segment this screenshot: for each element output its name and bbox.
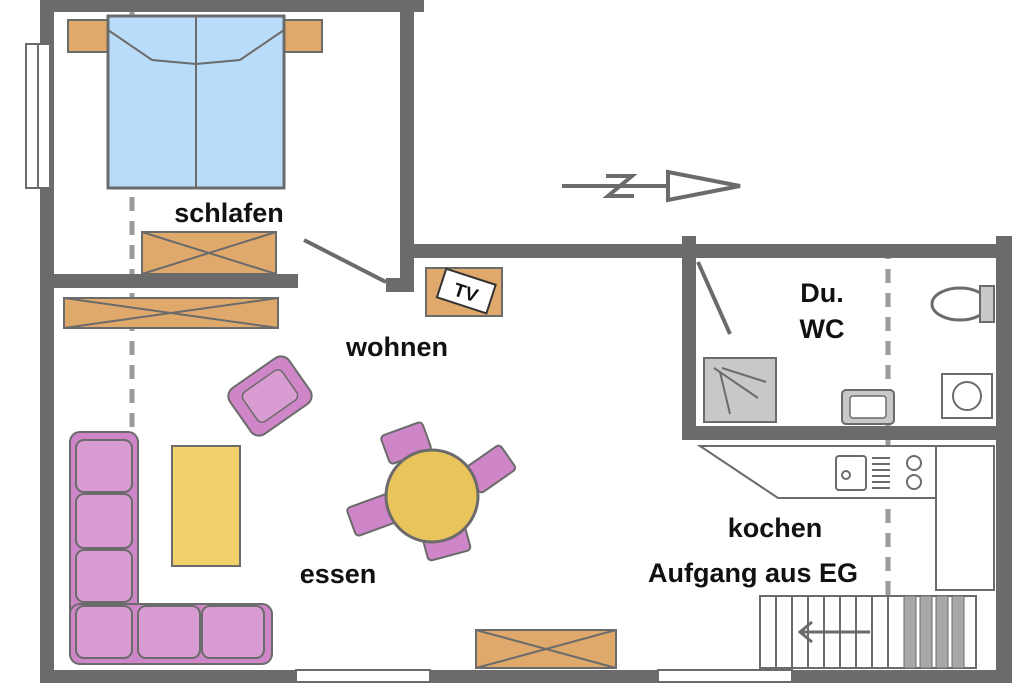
shower-door: [696, 261, 732, 335]
wall-upper-mid: [400, 244, 1012, 258]
washing-machine-icon: [941, 373, 993, 419]
wall-bath-bottom: [682, 426, 1012, 440]
dining-set: [346, 421, 517, 562]
cabinet-bedroom: [141, 231, 277, 275]
coffee-table: [171, 445, 241, 567]
window-bottom-left: [295, 669, 431, 683]
label-bath-line2: WC: [800, 314, 845, 344]
tv-stand: TV: [425, 267, 503, 317]
cabinets: [63, 231, 617, 669]
wall-right: [996, 236, 1012, 678]
wall-bath-left: [682, 236, 696, 440]
wall-bedroom-door-stub: [386, 278, 414, 292]
wall-bottom-c: [792, 670, 1012, 683]
wall-bottom-b: [430, 670, 658, 683]
label-bath-line1: Du.: [800, 278, 844, 308]
kitchen-counter: [696, 445, 995, 591]
windows: [25, 43, 793, 683]
label-living: wohnen: [345, 332, 448, 362]
sink-icon: [841, 389, 895, 425]
window-bottom-right: [657, 669, 793, 683]
walls: [40, 0, 1012, 683]
stair-arrow-icon: [797, 620, 870, 644]
bedroom-door: [303, 238, 387, 284]
cabinet-bottom: [475, 629, 617, 669]
bed-pillows: [107, 29, 285, 66]
label-dining: essen: [300, 559, 377, 589]
stove-icon: [835, 455, 922, 491]
bathroom: [696, 261, 995, 425]
label-stairs: Aufgang aus EG: [648, 558, 858, 588]
cabinet-living-top: [63, 297, 279, 329]
wall-bottom-a: [40, 670, 296, 683]
wall-left-living: [40, 288, 54, 678]
double-bed: [67, 14, 323, 190]
north-arrow-icon: [562, 169, 741, 203]
label-kitchen: kochen: [728, 513, 823, 543]
dining-table: [384, 448, 480, 544]
wall-right-bedroom: [400, 0, 414, 292]
armchair: [227, 355, 313, 437]
tv-icon: TV: [435, 267, 497, 315]
toilet-icon: [930, 285, 995, 323]
corner-sofa: [69, 431, 273, 665]
wall-top-bedroom: [40, 0, 424, 12]
stairs: [759, 595, 977, 669]
nightstand-right: [279, 19, 323, 53]
nightstand-left: [67, 19, 111, 53]
wall-bedroom-bottom: [40, 274, 298, 288]
label-bedroom: schlafen: [174, 198, 284, 228]
shower-icon: [703, 357, 777, 423]
